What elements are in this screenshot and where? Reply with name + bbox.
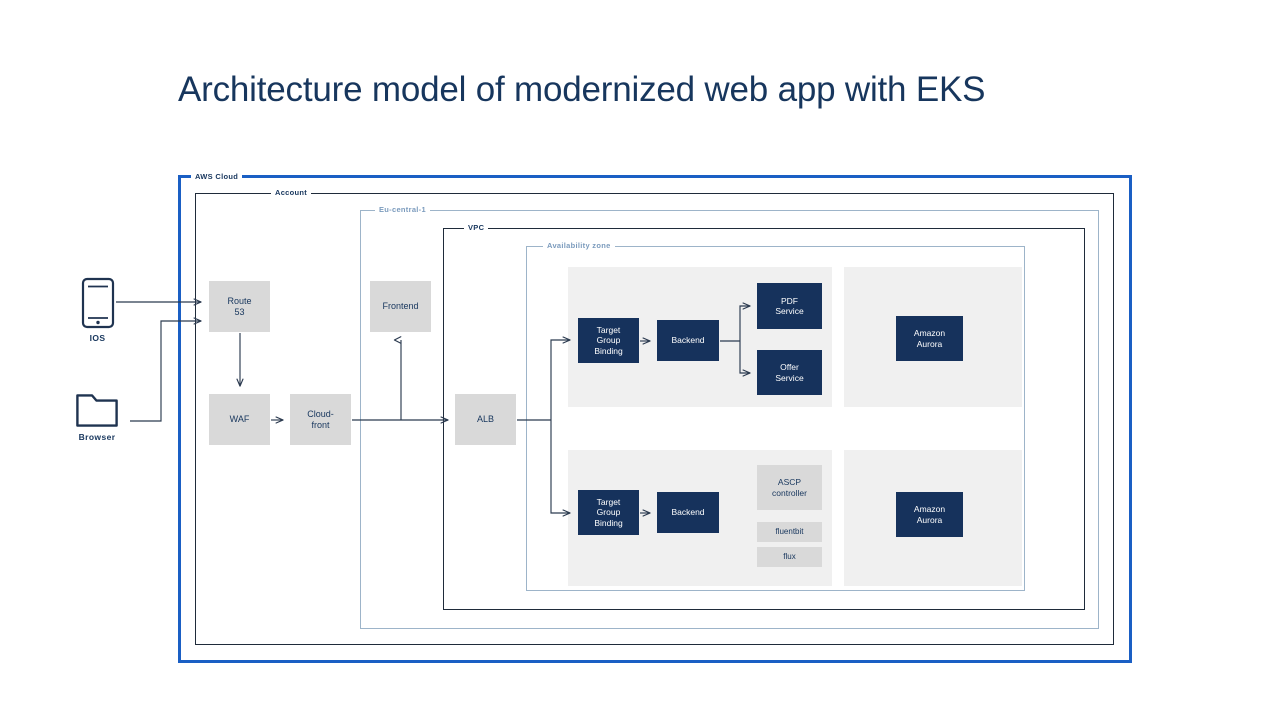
group-label-aws-cloud: AWS Cloud bbox=[191, 172, 243, 181]
group-label-availability-zone: Availability zone bbox=[543, 241, 615, 250]
client-browser[interactable]: Browser bbox=[66, 392, 128, 450]
node-waf[interactable]: WAF bbox=[209, 394, 270, 445]
node-frontend[interactable]: Frontend bbox=[370, 281, 431, 332]
node-backend-top[interactable]: Backend bbox=[657, 320, 719, 361]
node-fluentbit[interactable]: fluentbit bbox=[757, 522, 822, 542]
client-label-ios: IOS bbox=[89, 333, 106, 343]
node-cloudfront[interactable]: Cloud-front bbox=[290, 394, 351, 445]
mobile-phone-icon bbox=[81, 277, 114, 329]
group-label-region: Eu-central-1 bbox=[375, 205, 430, 214]
node-flux[interactable]: flux bbox=[757, 547, 822, 567]
group-label-account: Account bbox=[271, 188, 312, 197]
browser-window-icon bbox=[76, 394, 118, 427]
node-alb[interactable]: ALB bbox=[455, 394, 516, 445]
group-availability-zone: Availability zone bbox=[526, 241, 1025, 591]
client-label-browser: Browser bbox=[78, 432, 116, 442]
client-ios[interactable]: IOS bbox=[70, 277, 125, 352]
node-backend-bottom[interactable]: Backend bbox=[657, 492, 719, 533]
group-label-vpc: VPC bbox=[464, 223, 489, 232]
page-title: Architecture model of modernized web app… bbox=[178, 70, 986, 109]
